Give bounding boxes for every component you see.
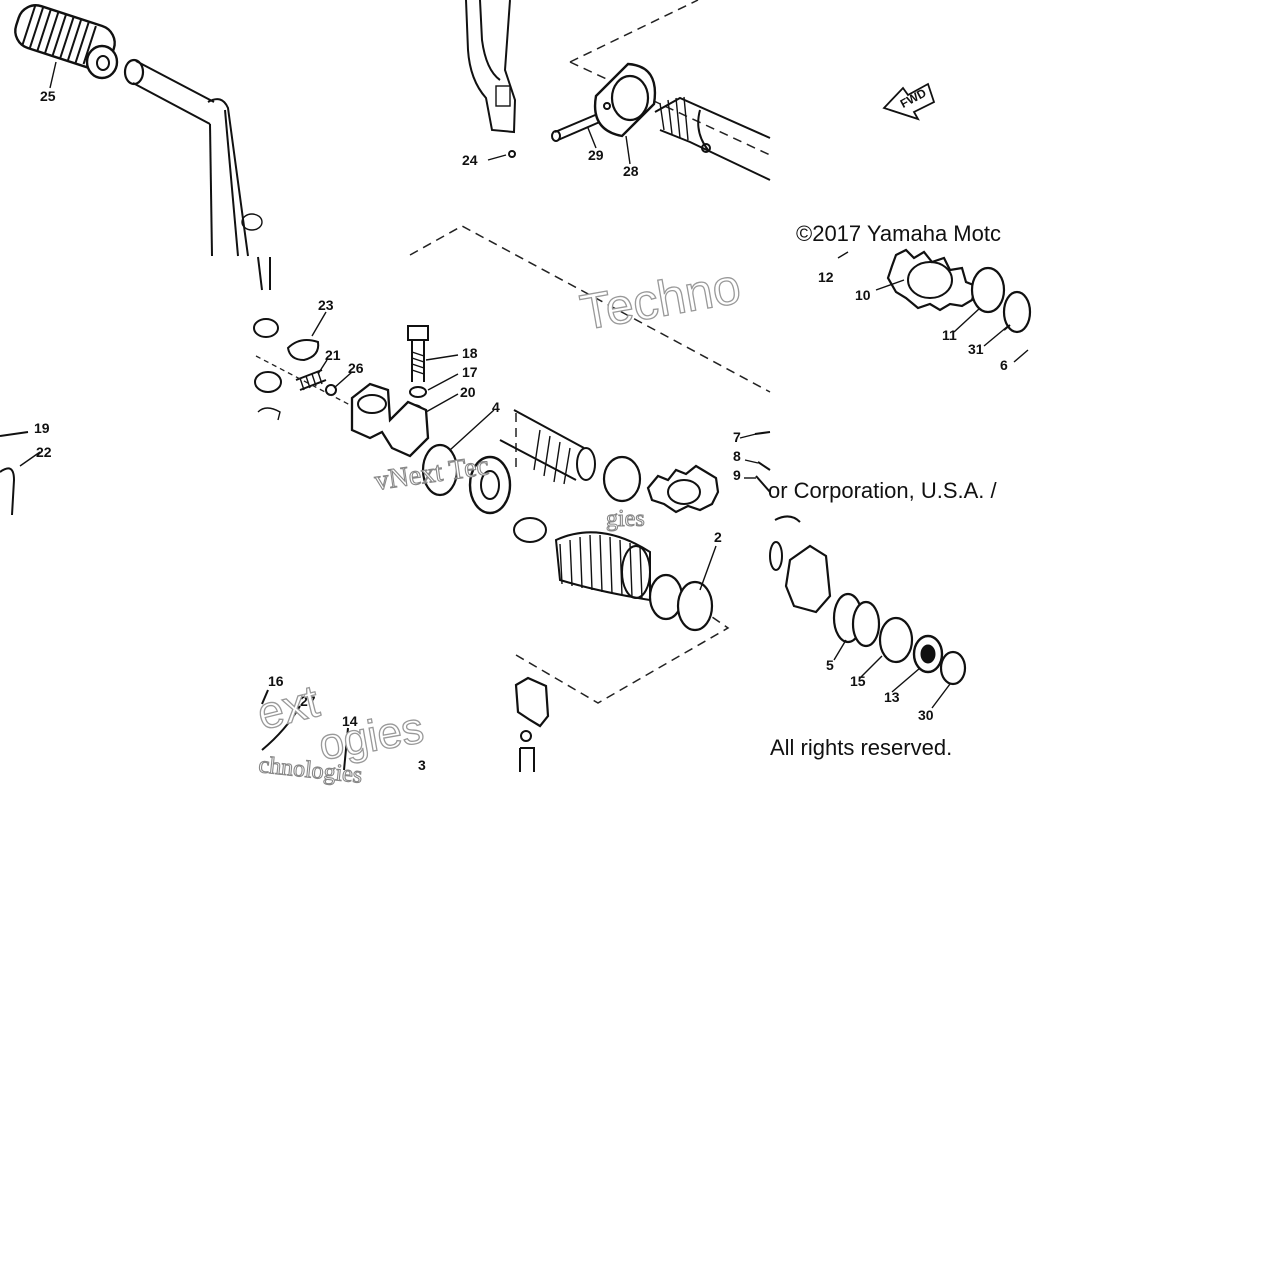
pins-and-collar	[754, 431, 967, 686]
copyright-line-2: or Corporation, U.S.A. /	[768, 478, 998, 503]
callout-23: 23	[318, 297, 334, 313]
callout-13: 13	[884, 689, 900, 705]
callout-15: 15	[850, 673, 866, 689]
callout-16: 16	[268, 673, 284, 689]
watermark-ext: ext	[252, 674, 324, 739]
part-number-labels: 25 24 29 28 23 18 17 21 26 20 4 19 22 7 …	[34, 88, 1008, 773]
callout-11: 11	[942, 327, 957, 343]
callout-31: 31	[968, 341, 984, 357]
leader-lines	[19, 61, 1029, 709]
callout-28: 28	[623, 163, 639, 179]
assembly-outline-main	[409, 225, 771, 704]
kick-lever-assembly	[14, 4, 263, 257]
callout-21: 21	[325, 347, 341, 363]
callout-17: 17	[462, 364, 478, 380]
lower-left-parts	[261, 689, 349, 771]
callout-29: 29	[588, 147, 604, 163]
fwd-arrow-icon: FWD	[882, 82, 936, 121]
left-edge-parts	[0, 431, 29, 516]
callout-12: 12	[818, 269, 834, 285]
bottom-bracket	[514, 676, 550, 772]
copyright-line-1: ©2017 Yamaha Motc	[796, 221, 1001, 246]
assembly-outline-top	[569, 0, 771, 156]
callout-24: 24	[462, 152, 478, 168]
copyright-notice: ©2017 Yamaha Motc or Corporation, U.S.A.…	[768, 221, 1001, 760]
callout-14: 14	[342, 713, 358, 729]
callout-18: 18	[462, 345, 478, 361]
callout-30: 30	[918, 707, 934, 723]
callout-27: 27	[300, 693, 316, 709]
callout-3: 3	[418, 757, 426, 773]
bracket-part	[465, 0, 517, 158]
spring-detent-parts	[253, 256, 353, 421]
copyright-line-3: All rights reserved.	[770, 735, 952, 760]
main-shift-arm	[350, 325, 720, 632]
callout-8: 8	[733, 448, 741, 464]
callout-25: 25	[40, 88, 56, 104]
collar-and-shaft	[551, 62, 771, 181]
callout-22: 22	[36, 444, 52, 460]
callout-20: 20	[460, 384, 476, 400]
callout-2: 2	[714, 529, 722, 545]
callout-10: 10	[855, 287, 871, 303]
callout-7: 7	[733, 429, 741, 445]
callout-26: 26	[348, 360, 364, 376]
callout-19: 19	[34, 420, 50, 436]
watermark: Techno vNext Tec gies ext ogies chnologi…	[251, 257, 745, 789]
callout-6: 6	[1000, 357, 1008, 373]
watermark-gies: gies	[606, 506, 645, 532]
callout-5: 5	[826, 657, 834, 673]
callout-4: 4	[492, 399, 500, 415]
callout-9: 9	[733, 467, 741, 483]
gear-cluster-right	[886, 248, 1032, 334]
watermark-techno: Techno	[576, 258, 745, 341]
